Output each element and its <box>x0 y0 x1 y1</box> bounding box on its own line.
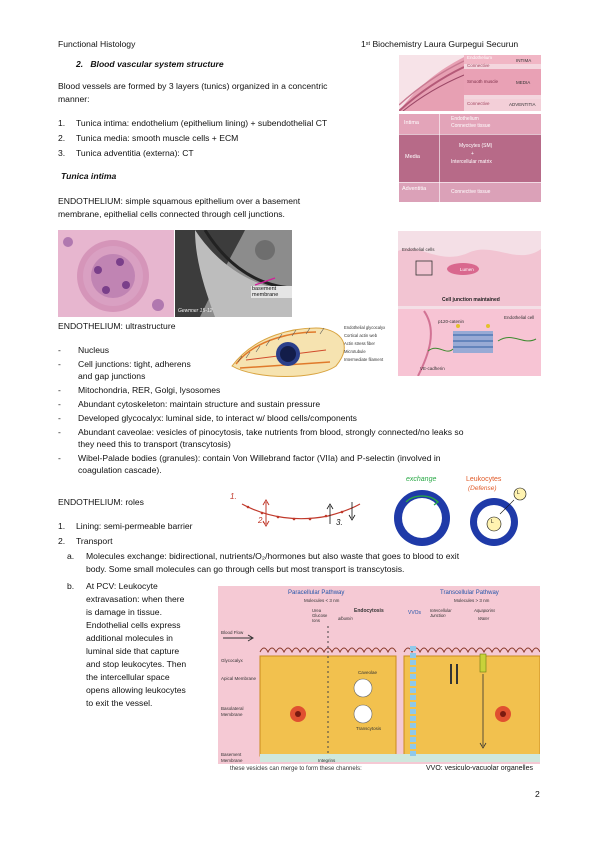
transport-arrows-figure: 1. 2. 3. <box>228 486 368 534</box>
list-item: -Developed glycocalyx: luminal side, to … <box>58 413 357 423</box>
arrow-label: 3. <box>336 518 343 527</box>
pathway-figure: Paracellular Pathway Molecules < 3 nm Tr… <box>218 586 540 776</box>
list-item: -Abundant caveolae: vesicles of pinocyto… <box>58 427 464 437</box>
transport-a: a.Molecules exchange: bidirectional, nut… <box>67 551 460 561</box>
leukocyte-L: L <box>517 490 520 496</box>
arrow-label: 1. <box>230 492 237 501</box>
histo-label: Connective tissue <box>451 123 491 129</box>
pathway-mid-label: Integrins <box>318 758 336 763</box>
tunic-item: 3.Tunica adventitia (externa): CT <box>58 148 194 158</box>
vessel-layers-figure: Endothelium Connective Smooth muscle Con… <box>399 55 541 111</box>
pathway-side-label: Basement Membrane <box>221 752 243 763</box>
list-item: -Mitochondria, RER, Golgi, lysosomes <box>58 385 221 395</box>
pathway-side-label: Blood Flow <box>221 630 244 635</box>
em-credit: Gewnner 15-12 <box>178 308 213 314</box>
role-item: 2.Transport <box>58 536 113 546</box>
histo-label: + <box>471 151 474 157</box>
histo-label: Myocytes (SM) <box>459 143 493 149</box>
pathway-top-label: Intercellular Junction <box>430 608 452 618</box>
legend-item: Actin stress fiber <box>344 341 375 346</box>
list-item-cont: and gap junctions <box>78 371 146 381</box>
em-label: basement membrane <box>251 286 292 298</box>
endothelium-def-line1: ENDOTHELIUM: simple squamous epithelium … <box>58 196 301 206</box>
legend-item: Endothelial glycocalyx <box>344 325 386 330</box>
list-item-cont: coagulation cascade). <box>78 465 162 475</box>
cell-legend: Endothelial glycocalyx Cortical actin we… <box>344 324 396 364</box>
histo-label: Connective tissue <box>451 189 491 195</box>
histo-label: Media <box>405 154 420 160</box>
junction-label: VE-cadherin <box>420 366 445 371</box>
page-number: 2 <box>535 789 540 799</box>
legend-item: Microtubule <box>344 349 366 354</box>
junction-label: Endothelial cell <box>504 315 535 320</box>
pathway-title-right: Transcellular Pathway <box>440 590 499 596</box>
list-item: -Cell junctions: tight, adherens <box>58 359 191 369</box>
layer-label: Smooth muscle <box>467 79 499 84</box>
layer-label: ADVENTITIA <box>509 102 536 107</box>
endothelium-def-line2: membrane, epithelial cells connected thr… <box>58 209 285 219</box>
pathway-top-label: Endocytosis <box>354 608 384 614</box>
pathway-side-label: Apical Membrane <box>221 676 257 681</box>
cell-junction-figure: Endothelial cells Cell junction maintain… <box>398 231 541 376</box>
header-left: Functional Histology <box>58 39 136 49</box>
capillary-histology-figure <box>58 230 174 317</box>
legend-item: Intermediate filament <box>344 357 384 362</box>
histo-label: Endothelium <box>451 116 479 122</box>
pathway-top-label: albumin <box>338 616 353 621</box>
list-item: -Wibel-Palade bodies (granules): contain… <box>58 453 441 463</box>
roles-heading: ENDOTHELIUM: roles <box>58 497 144 507</box>
tunic-item: 2.Tunica media: smooth muscle cells + EC… <box>58 133 239 143</box>
pathway-top-label: VVOs <box>408 610 422 616</box>
defense-label: (Defense) <box>468 485 497 492</box>
ultra-list: -Nucleus -Cell junctions: tight, adheren… <box>58 344 548 476</box>
junction-label: Lumen <box>460 267 474 272</box>
exchange-label: exchange <box>406 476 437 483</box>
transport-b-label: b. <box>67 581 75 591</box>
histo-label: Intercellular matrix <box>451 159 492 165</box>
list-item: -Abundant cytoskeleton: maintain structu… <box>58 399 321 409</box>
pathway-sub-left: Molecules < 3 nm <box>304 598 340 603</box>
pathway-mid-label: Transcytosis <box>356 726 382 731</box>
histo-label: Intima <box>404 120 419 126</box>
layer-label: Connective <box>467 101 490 106</box>
endothelial-cell-figure: Endothelial glycocalyx Cortical actin we… <box>226 322 396 386</box>
pathway-title-left: Paracellular Pathway <box>288 590 345 596</box>
pathway-side-label: Basolateral Membrane <box>221 706 244 717</box>
histology-layers-figure: Intima Endothelium Connective tissue Myo… <box>399 114 541 202</box>
pathway-caption-left: these vesicles can merge to form these c… <box>230 766 362 772</box>
pathway-top-label: Urea Glucose Ions <box>312 608 328 623</box>
transport-a-cont: body. Some small molecules can go throug… <box>86 564 405 574</box>
junction-label: Endothelial cells <box>402 247 435 252</box>
pathway-mid-label: Caveolae <box>358 670 378 675</box>
pathway-top-label: Water <box>478 616 490 621</box>
electron-micrograph-figure: basement membrane Gewnner 15-12 <box>175 230 292 317</box>
pathway-top-label: Aquaporins <box>474 608 496 613</box>
intro-line1: Blood vessels are formed by 3 layers (tu… <box>58 81 328 91</box>
pathway-side-label: Glycocalyx <box>221 658 243 663</box>
section-heading: 2. Blood vascular system structure <box>76 59 224 69</box>
list-item-cont: they need this to transport (transcytosi… <box>78 439 231 449</box>
transport-b-text: At PCV: Leukocyte extravasation: when th… <box>86 581 187 708</box>
layer-label: Endothelium <box>467 55 493 60</box>
junction-label: p120-catenin <box>438 319 465 324</box>
role-item: 1.Lining: semi-permeable barrier <box>58 521 193 531</box>
leukocyte-L: L <box>491 519 494 525</box>
pathway-caption-right: VVO: vesiculo-vacuolar organelles <box>426 765 533 772</box>
tunic-item: 1.Tunica intima: endothelium (epithelium… <box>58 118 328 128</box>
histo-label: Adventitia <box>402 186 427 192</box>
header-right: 1st Biochemistry Laura Gurpegui Securun <box>361 39 519 49</box>
layer-label: Connective <box>467 63 490 68</box>
list-item: -Nucleus <box>58 345 110 355</box>
ultra-heading: ENDOTHELIUM: ultrastructure <box>58 321 176 331</box>
junction-label: Cell junction maintained <box>442 297 500 303</box>
arrow-label: 2. <box>258 516 265 525</box>
leukocytes-label: Leukocytes <box>466 476 502 483</box>
intro-line2: manner: <box>58 94 90 104</box>
layer-label: INTIMA <box>516 58 532 63</box>
legend-item: Cortical actin web <box>344 333 378 338</box>
layer-label: MEDIA <box>516 80 531 85</box>
subheading-tunica-intima: Tunica intima <box>61 171 117 181</box>
pathway-sub-right: Molecules > 3 nm <box>454 598 490 603</box>
exchange-leukocytes-figure: exchange Leukocytes (Defense) L L <box>386 474 536 550</box>
